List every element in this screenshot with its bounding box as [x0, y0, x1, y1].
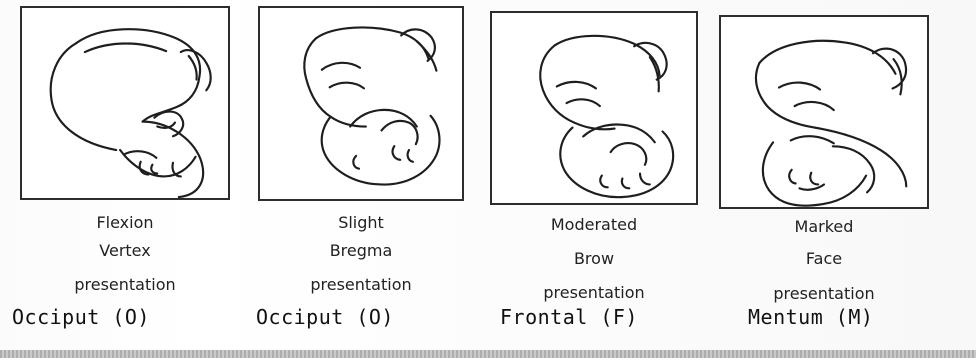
mentum-footer: Mentum (M): [748, 305, 873, 329]
frontal-footer: Frontal (F): [500, 305, 638, 329]
fetus-illustration-marked: [721, 17, 927, 207]
presentation-label-2: presentation: [258, 276, 464, 294]
figure-frame-1: [20, 6, 230, 200]
presentation-label-3: presentation: [490, 284, 698, 302]
presentation-label-1: presentation: [20, 276, 230, 294]
fetus-illustration-moderated: [492, 13, 696, 203]
bregma-label: Bregma: [258, 242, 464, 260]
marked-label: Marked: [719, 218, 929, 236]
flexion-label: Flexion: [20, 214, 230, 232]
vertex-label: Vertex: [20, 242, 230, 260]
scan-bottom-band: [0, 350, 976, 358]
slight-label: Slight: [258, 214, 464, 232]
brow-label: Brow: [490, 250, 698, 268]
figure-frame-3: [490, 11, 698, 205]
occiput-footer-2: Occiput (O): [256, 305, 394, 329]
figure-frame-4: [719, 15, 929, 209]
fetus-illustration-flexion: [22, 8, 228, 198]
moderated-label: Moderated: [490, 216, 698, 234]
fetus-illustration-slight: [260, 8, 462, 199]
presentation-label-4: presentation: [719, 285, 929, 303]
face-label: Face: [719, 250, 929, 268]
figure-frame-2: [258, 6, 464, 201]
occiput-footer-1: Occiput (O): [12, 305, 150, 329]
